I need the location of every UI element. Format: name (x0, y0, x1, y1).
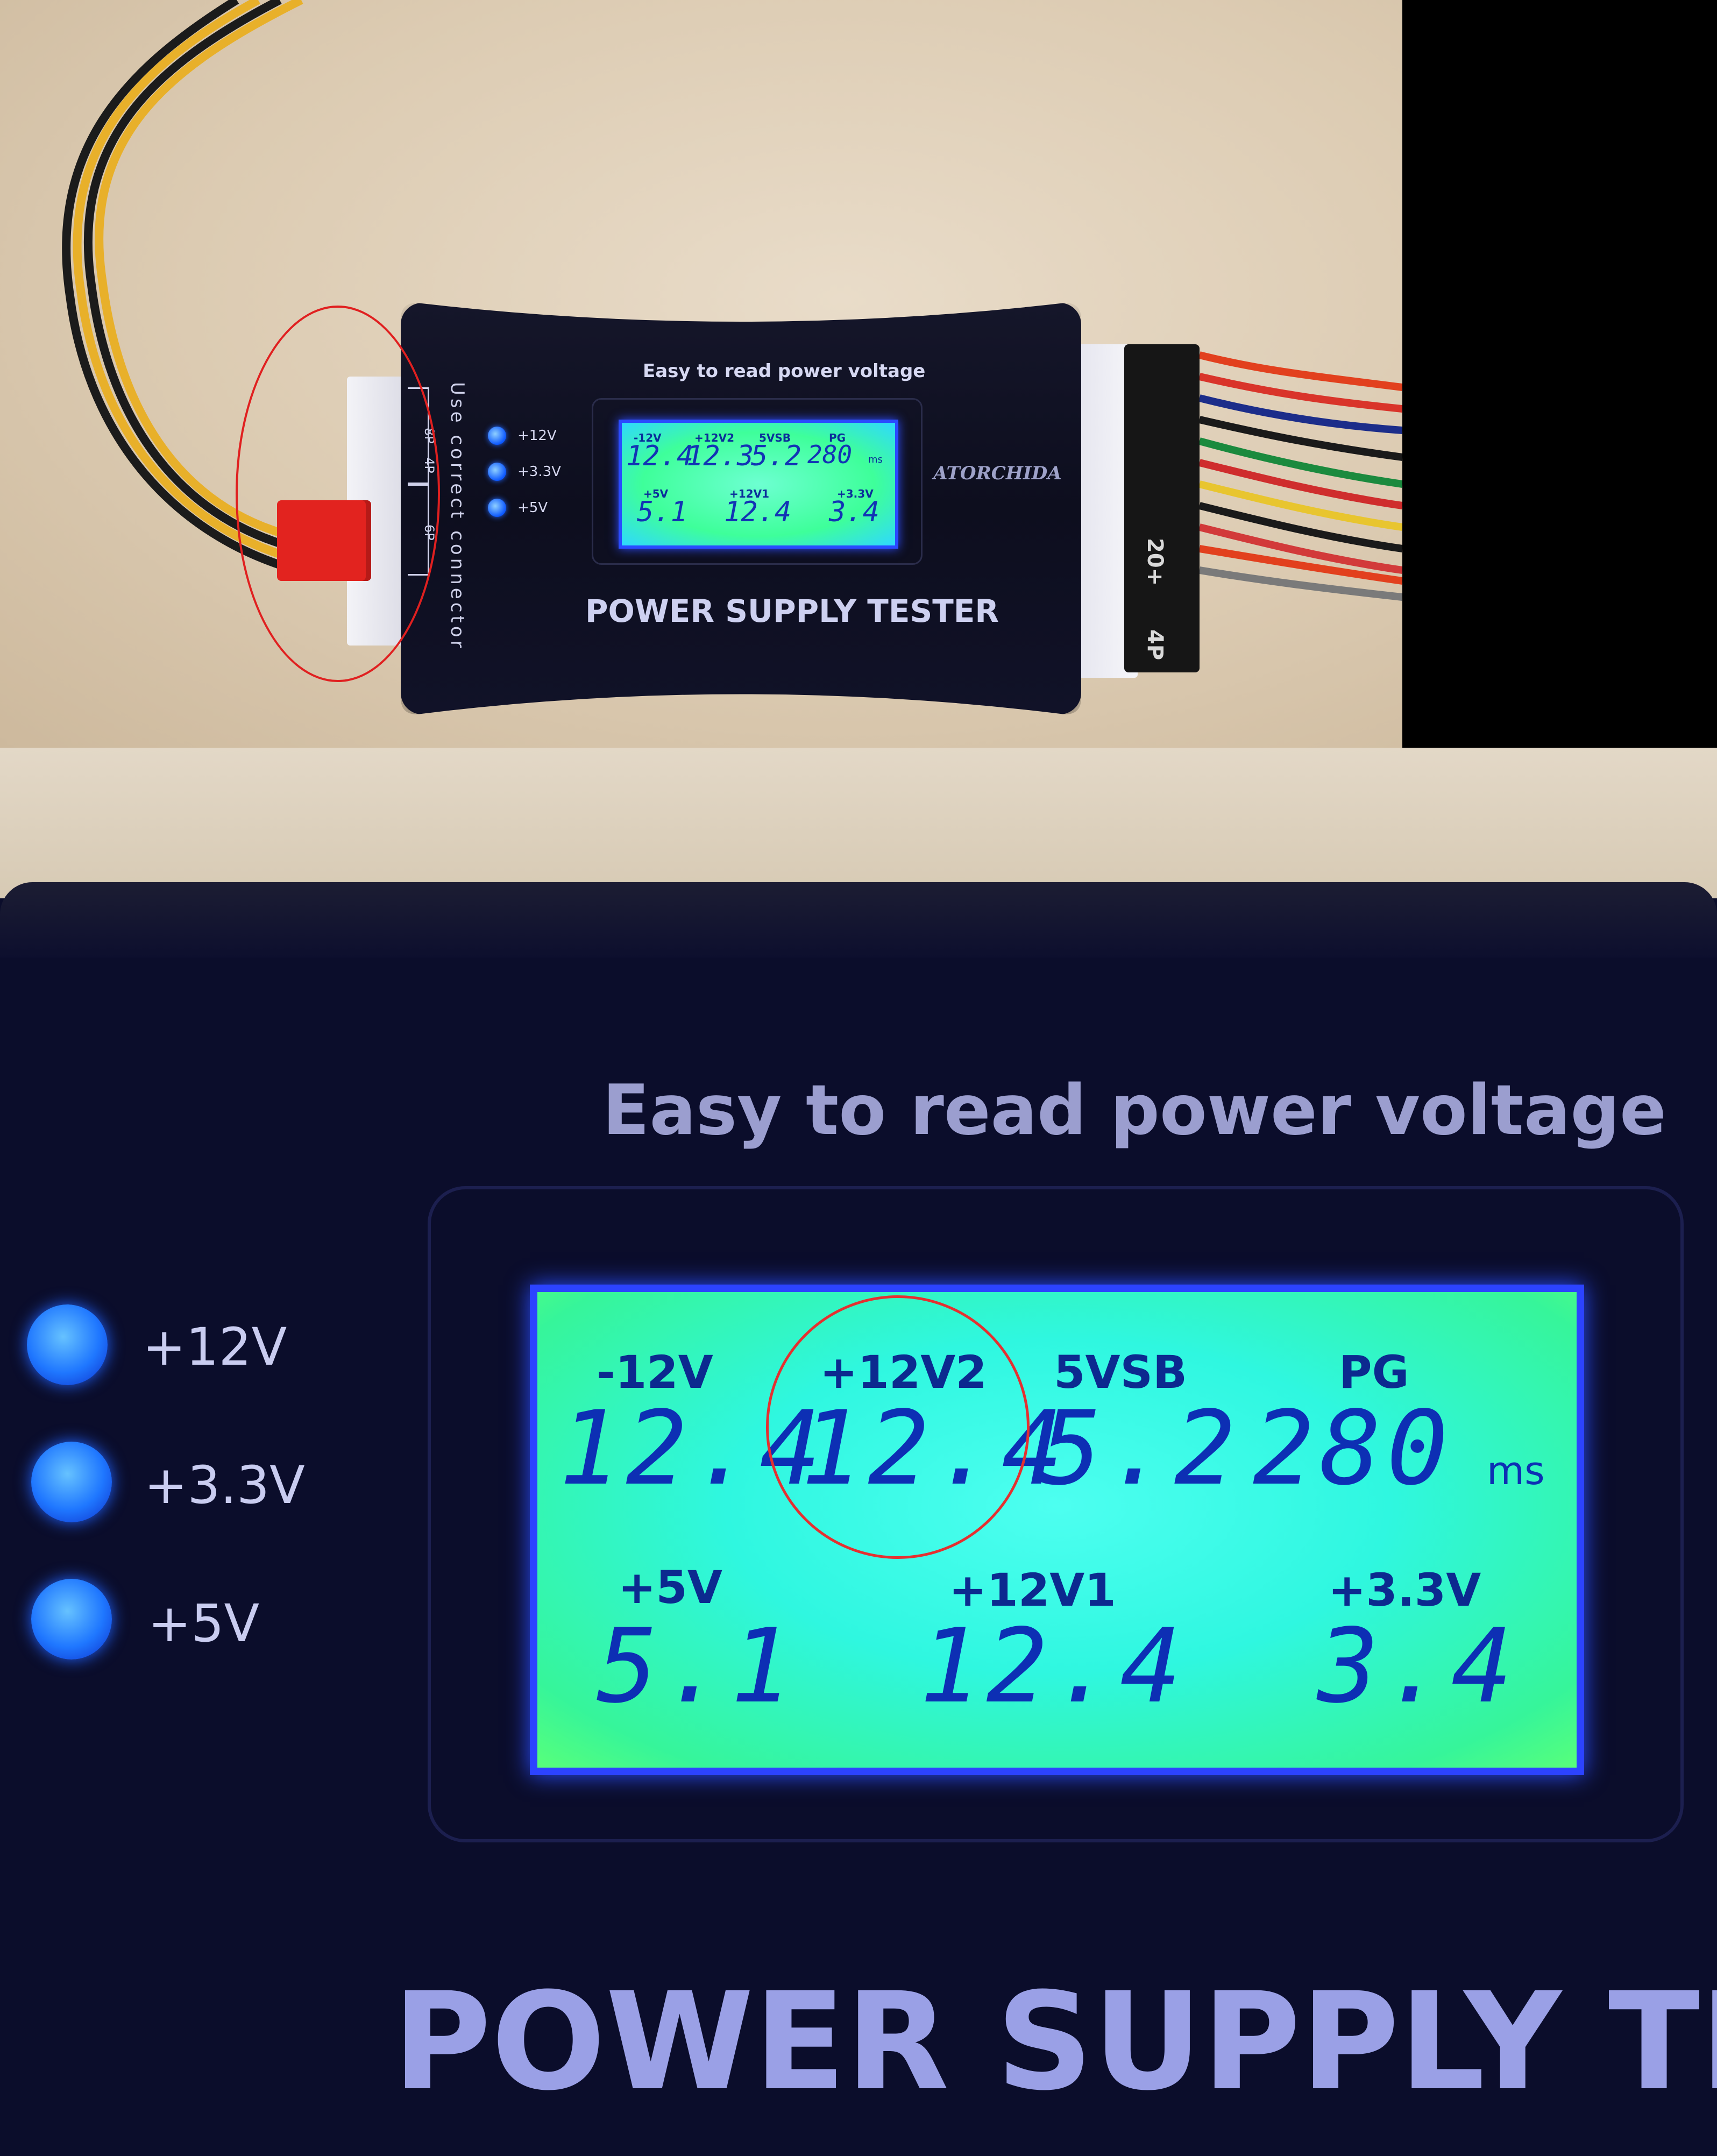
lcd-value: 5.2 (1040, 1389, 1241, 1508)
lcd-unit: ms (1487, 1448, 1545, 1493)
lcd-label: 5VSB (1054, 1346, 1187, 1399)
lcd-frame (592, 398, 923, 565)
lcd-label: 5VSB (759, 431, 791, 444)
bottom-photo: Easy to read power voltage +12V +3.3V +5… (0, 748, 1717, 2156)
brand-logo: ATORCHIDA (933, 463, 1062, 484)
lcd-value: 3.4 (1317, 1607, 1519, 1726)
lcd-label: -12V (597, 1346, 713, 1399)
device-top-edge (0, 882, 1717, 958)
lcd-label: +3.3V (1328, 1564, 1481, 1616)
lcd-value: 5.1 (637, 496, 687, 528)
lcd-frame-closeup (428, 1186, 1684, 1842)
annotation-circle (766, 1295, 1030, 1559)
connector-atx-plug (1124, 344, 1200, 672)
top-photo: 20+ 4P Use correct connector 8P 4P 6P +1… (0, 0, 1402, 748)
lcd-unit: ms (868, 454, 883, 465)
device-heading-closeup: Easy to read power voltage (602, 1070, 1666, 1151)
black-margin (1402, 0, 1717, 748)
lcd-label: +5V (643, 487, 669, 500)
led-12v-closeup (27, 1304, 108, 1385)
lcd-label: +12V2 (694, 431, 734, 444)
lcd-label: +5V (618, 1561, 722, 1614)
lcd-label: +12V1 (729, 487, 769, 500)
lcd-label: PG (829, 431, 846, 444)
led-12v (488, 427, 506, 445)
lcd-value: 280 (1253, 1389, 1454, 1508)
lcd-value: 5.1 (597, 1607, 798, 1726)
led-label-3v3: +3.3V (144, 1455, 305, 1515)
lcd-label: PG (1339, 1346, 1409, 1399)
brand-title: POWER SUPPLY TESTER (585, 593, 999, 629)
lcd-value: 12.4 (919, 1607, 1187, 1726)
led-5v-closeup (31, 1579, 112, 1659)
connector-tag-4p: 4P (1143, 629, 1167, 661)
led-label-12v: +12V (143, 1317, 287, 1377)
table-surface (0, 748, 1717, 898)
lcd-value: 3.4 (829, 496, 879, 528)
led-3v3 (488, 463, 506, 481)
lcd-value: 12.4 (724, 496, 792, 528)
lcd-display-closeup: -12V +12V2 5VSB PG 12.4 12.4 5.2 280 ms … (530, 1285, 1584, 1775)
led-3v3-closeup (31, 1442, 112, 1522)
brand-title-closeup: POWER SUPPLY TESTER (393, 1963, 1717, 2120)
led-label-5v: +5V (148, 1593, 260, 1654)
lcd-value: 280 (807, 440, 853, 469)
device-heading: Easy to read power voltage (643, 360, 926, 382)
lcd-label: +12V1 (949, 1564, 1116, 1616)
lcd-value: 5.2 (751, 440, 801, 472)
led-label-5v: +5V (517, 500, 548, 516)
vertical-label: Use correct connector (446, 382, 468, 651)
led-5v (488, 499, 506, 517)
connector-tag-20: 20+ (1143, 538, 1167, 586)
led-label-12v: +12V (517, 428, 557, 444)
led-label-3v3: +3.3V (517, 464, 561, 480)
annotation-ellipse (236, 306, 440, 682)
lcd-label: -12V (634, 431, 662, 444)
lcd-value: 12.4 (626, 440, 694, 472)
lcd-display: -12V +12V2 5VSB PG 12.4 12.3 5.2 280 ms … (619, 420, 898, 549)
lcd-label: +3.3V (837, 487, 874, 500)
lcd-value: 12.3 (686, 440, 754, 472)
cables-illustration (62, 0, 1402, 601)
